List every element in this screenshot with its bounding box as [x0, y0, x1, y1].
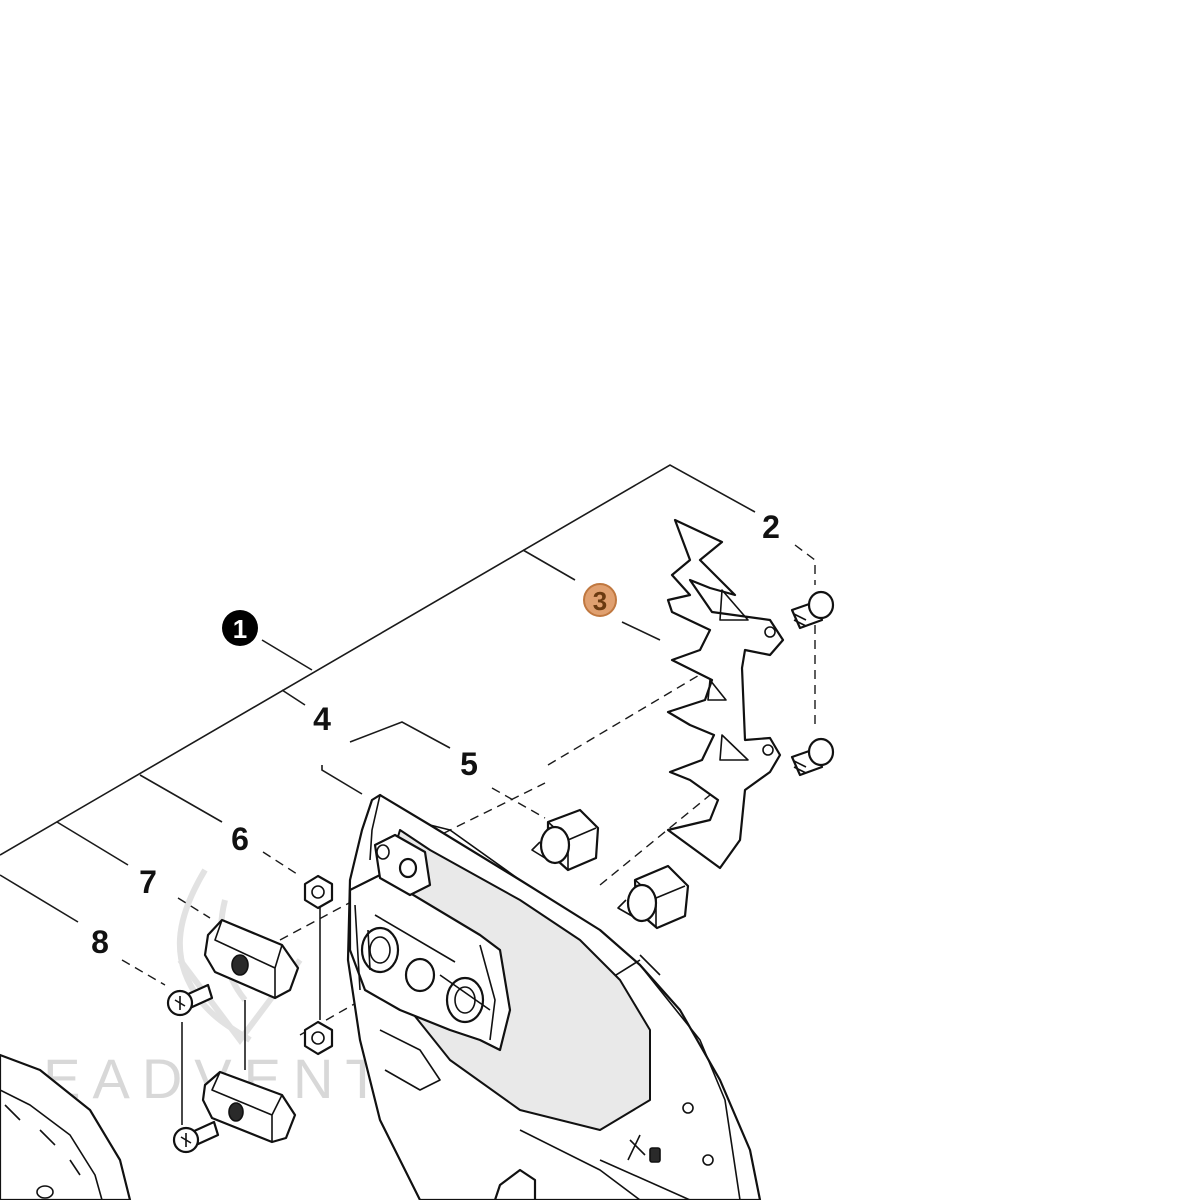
callout-5[interactable]: 5	[460, 746, 478, 782]
part-torx-screw-bottom	[172, 1120, 220, 1154]
callout-7[interactable]: 7	[139, 864, 157, 900]
callout-8-label: 8	[91, 924, 109, 960]
part-nut-bottom	[303, 1020, 334, 1056]
part-guide-block-bottom	[201, 1070, 297, 1144]
callout-1-label: 1	[233, 614, 247, 644]
part-flange-nut-bottom	[617, 864, 690, 930]
part-sprocket-cover	[346, 793, 762, 1200]
callout-3-badge	[583, 583, 617, 617]
leader-lines	[121, 544, 816, 1125]
callout-4[interactable]: 4	[313, 701, 331, 737]
callout-8[interactable]: 8	[91, 924, 109, 960]
part-guide-bar	[0, 1053, 132, 1200]
callout-2[interactable]: 2	[762, 509, 780, 545]
callout-6-label: 6	[231, 821, 249, 857]
part-screw-top	[790, 590, 835, 630]
callout-7-label: 7	[139, 864, 157, 900]
part-guide-block-top	[203, 918, 300, 1000]
callout-1-leader	[0, 464, 756, 923]
callout-5-label: 5	[460, 746, 478, 782]
part-nut-top	[303, 874, 334, 910]
part-screw-bottom	[790, 737, 835, 777]
callout-1[interactable]: 1	[222, 610, 258, 646]
callout-1-badge	[222, 610, 258, 646]
callout-4-label: 4	[313, 701, 331, 737]
part-flange-nut-top	[531, 808, 600, 872]
callout-6[interactable]: 6	[231, 821, 249, 857]
callout-3-label: 3	[593, 586, 607, 616]
part-spiked-plate	[666, 518, 785, 870]
callout-2-label: 2	[762, 509, 780, 545]
callout-3[interactable]: 3	[583, 583, 617, 617]
part-torx-screw-top	[166, 983, 214, 1017]
